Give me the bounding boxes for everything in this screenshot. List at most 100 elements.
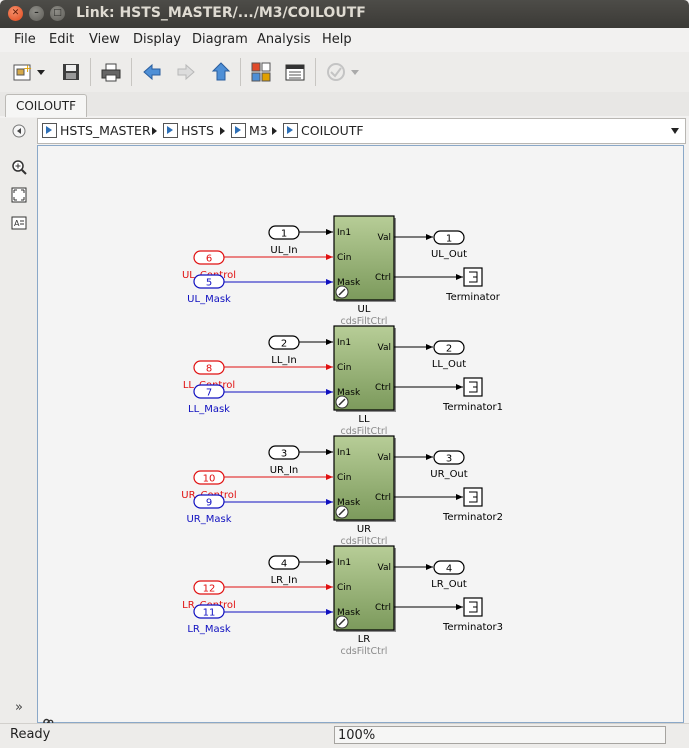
outport-block[interactable]: [433, 340, 465, 355]
double-chevron-icon: »: [15, 699, 23, 715]
block-port-label: Ctrl: [375, 383, 391, 393]
model-browser-button[interactable]: [247, 58, 275, 86]
block-port-label: Ctrl: [375, 603, 391, 613]
terminator-label: Terminator3: [442, 622, 503, 633]
menu-help[interactable]: Help: [322, 32, 352, 47]
block-port-label: Ctrl: [375, 493, 391, 503]
menu-diagram[interactable]: Diagram: [192, 32, 248, 47]
dropdown-arrow-icon: [37, 70, 45, 75]
mask-port-number: 5: [206, 278, 212, 289]
status-text: Ready: [10, 727, 51, 742]
outport-block[interactable]: [433, 450, 465, 465]
model-icon: [42, 123, 57, 138]
inport-label: UL_In: [270, 245, 297, 256]
breadcrumb-item-coiloutf[interactable]: COILOUTF: [283, 123, 364, 138]
menu-edit[interactable]: Edit: [49, 32, 75, 47]
window-title: Link: HSTS_MASTER/.../M3/COILOUTF: [76, 5, 366, 21]
block-port-label: Cin: [337, 363, 352, 373]
outport-label: LL_Out: [432, 359, 466, 370]
terminator-label: Terminator1: [442, 402, 503, 413]
maximize-window-button[interactable]: □: [50, 6, 65, 21]
block-name[interactable]: UR: [357, 524, 371, 535]
terminator-icon: [469, 601, 478, 613]
title-bar: ✕ – □ Link: HSTS_MASTER/.../M3/COILOUTF: [0, 0, 689, 28]
hide-browser-button[interactable]: [10, 122, 28, 140]
block-port-label: In1: [337, 558, 351, 568]
annotation-icon: A: [11, 216, 27, 230]
block-port-label: Val: [378, 453, 391, 463]
mask-port-number: 7: [206, 388, 212, 399]
terminator-icon: [469, 271, 478, 283]
block-port-label: Val: [378, 563, 391, 573]
inport-number: 3: [281, 449, 287, 460]
zoom-button[interactable]: [10, 158, 28, 176]
left-palette: A »: [0, 118, 37, 723]
outport-block[interactable]: [433, 560, 465, 575]
mask-port-label: LL_Mask: [188, 404, 230, 415]
block-port-label: In1: [337, 228, 351, 238]
annotation-button[interactable]: A: [10, 214, 28, 232]
menu-file[interactable]: File: [14, 32, 36, 47]
block-name[interactable]: LR: [358, 634, 371, 645]
block-port-label: Cin: [337, 583, 352, 593]
block-port-label: In1: [337, 448, 351, 458]
new-model-dropdown[interactable]: [34, 58, 48, 86]
terminator-label: Terminator: [445, 292, 501, 303]
breadcrumb-separator-icon: [220, 127, 225, 135]
mask-port-label: UR_Mask: [186, 514, 231, 525]
inport-number: 4: [281, 559, 287, 570]
fit-to-view-button[interactable]: [10, 186, 28, 204]
block-name[interactable]: UL: [358, 304, 371, 315]
block-port-label: Cin: [337, 253, 352, 263]
new-model-button[interactable]: +: [9, 58, 37, 86]
breadcrumb-item-hsts[interactable]: HSTS: [163, 123, 214, 138]
minimize-window-button[interactable]: –: [29, 6, 44, 21]
library-browser-button[interactable]: [281, 58, 309, 86]
outport-number: 2: [446, 344, 452, 355]
subsystem-block[interactable]: [333, 325, 395, 411]
toolbar-separator: [90, 58, 91, 86]
close-window-button[interactable]: ✕: [8, 6, 23, 21]
check-button[interactable]: [322, 58, 350, 86]
toolbar-separator: [315, 58, 316, 86]
menu-view[interactable]: View: [89, 32, 120, 47]
tab-strip: COILOUTF: [0, 92, 689, 117]
subsystem-icon: [283, 123, 298, 138]
mask-port-number: 11: [203, 608, 216, 619]
block-port-label: Cin: [337, 473, 352, 483]
block-port-label: Mask: [337, 498, 361, 508]
expand-palette-button[interactable]: »: [10, 698, 28, 716]
breadcrumb-item-hsts-master[interactable]: HSTS_MASTER: [42, 123, 151, 138]
block-port-label: Ctrl: [375, 273, 391, 283]
back-button[interactable]: [138, 58, 166, 86]
save-icon: [63, 64, 79, 80]
save-button[interactable]: [57, 58, 85, 86]
menu-display[interactable]: Display: [133, 32, 181, 47]
block-name[interactable]: LL: [358, 414, 370, 425]
print-button[interactable]: [97, 58, 125, 86]
breadcrumb-item-m3[interactable]: M3: [231, 123, 268, 138]
circle-arrow-icon: [12, 124, 26, 138]
tab-coiloutf[interactable]: COILOUTF: [5, 94, 87, 117]
status-bar: Ready 100%: [0, 723, 689, 748]
inport-label: LR_In: [271, 575, 298, 586]
forward-button[interactable]: [172, 58, 200, 86]
control-port-number: 8: [206, 364, 212, 375]
up-button[interactable]: [207, 58, 235, 86]
block-subtitle: cdsFiltCtrl: [341, 646, 388, 657]
menu-analysis[interactable]: Analysis: [257, 32, 311, 47]
model-canvas[interactable]: 1UL_In6UL_Control5UL_MaskIn1CinMaskValCt…: [37, 145, 684, 731]
toolbar-separator: [240, 58, 241, 86]
outport-label: LR_Out: [431, 579, 467, 590]
check-dropdown[interactable]: [348, 58, 362, 86]
outport-block[interactable]: [433, 230, 465, 245]
subsystem-icon: [231, 123, 246, 138]
up-arrow-icon: [211, 62, 231, 81]
check-icon: [327, 63, 345, 81]
model-browser-icon: [251, 62, 271, 82]
block-port-label: Val: [378, 233, 391, 243]
breadcrumb-dropdown-arrow-icon[interactable]: [671, 128, 679, 134]
breadcrumb: HSTS_MASTER HSTS M3 COILOUTF: [37, 118, 686, 144]
toolbar: +: [0, 52, 689, 93]
subsystem-icon: [163, 123, 178, 138]
